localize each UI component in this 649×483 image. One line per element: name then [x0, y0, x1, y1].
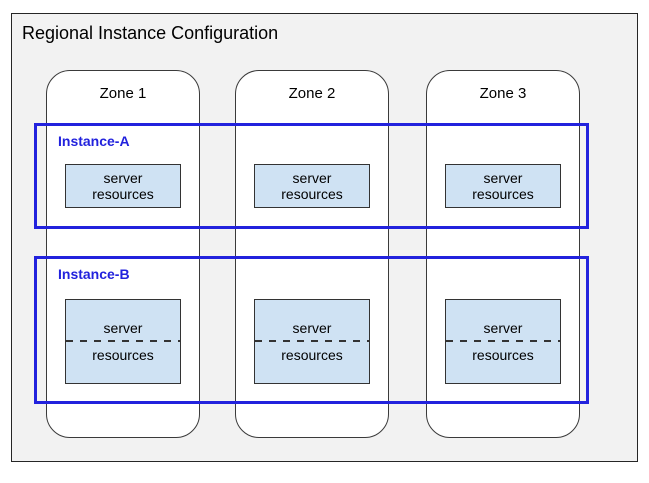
resource-label-line2: resources: [472, 186, 534, 202]
zone-1-label: Zone 1: [99, 85, 147, 102]
resource-label-line2: resources: [472, 347, 534, 363]
dashed-split-divider: [66, 340, 180, 342]
dashed-split-divider: [255, 340, 369, 342]
instance-a-label: Instance-A: [58, 133, 130, 149]
zone-2-label: Zone 2: [288, 85, 336, 102]
resource-label-line1: server: [292, 320, 332, 336]
diagram-title: Regional Instance Configuration: [22, 23, 279, 43]
resource-label-line1: server: [103, 170, 143, 186]
resource-label-line1: server: [292, 170, 332, 186]
resource-label-line1: server: [483, 170, 523, 186]
instance-a-box: Instance-A: [34, 123, 589, 229]
server-resources-box-a3: server resources: [445, 164, 561, 208]
dashed-split-divider: [446, 340, 560, 342]
server-resources-box-a2: server resources: [254, 164, 370, 208]
instance-b-box: Instance-B: [34, 256, 589, 404]
instance-b-label: Instance-B: [58, 266, 130, 282]
server-resources-box-b3: server resources: [445, 299, 561, 384]
resource-label-line2: resources: [92, 347, 154, 363]
region-box: Regional Instance Configuration Zone 1 Z…: [11, 13, 638, 462]
resource-label-line2: resources: [92, 186, 154, 202]
resource-label-line1: server: [103, 320, 143, 336]
server-resources-box-b2: server resources: [254, 299, 370, 384]
zone-3-label: Zone 3: [479, 85, 527, 102]
server-resources-box-b1: server resources: [65, 299, 181, 384]
server-resources-box-a1: server resources: [65, 164, 181, 208]
resource-label-line1: server: [483, 320, 523, 336]
resource-label-line2: resources: [281, 186, 343, 202]
resource-label-line2: resources: [281, 347, 343, 363]
